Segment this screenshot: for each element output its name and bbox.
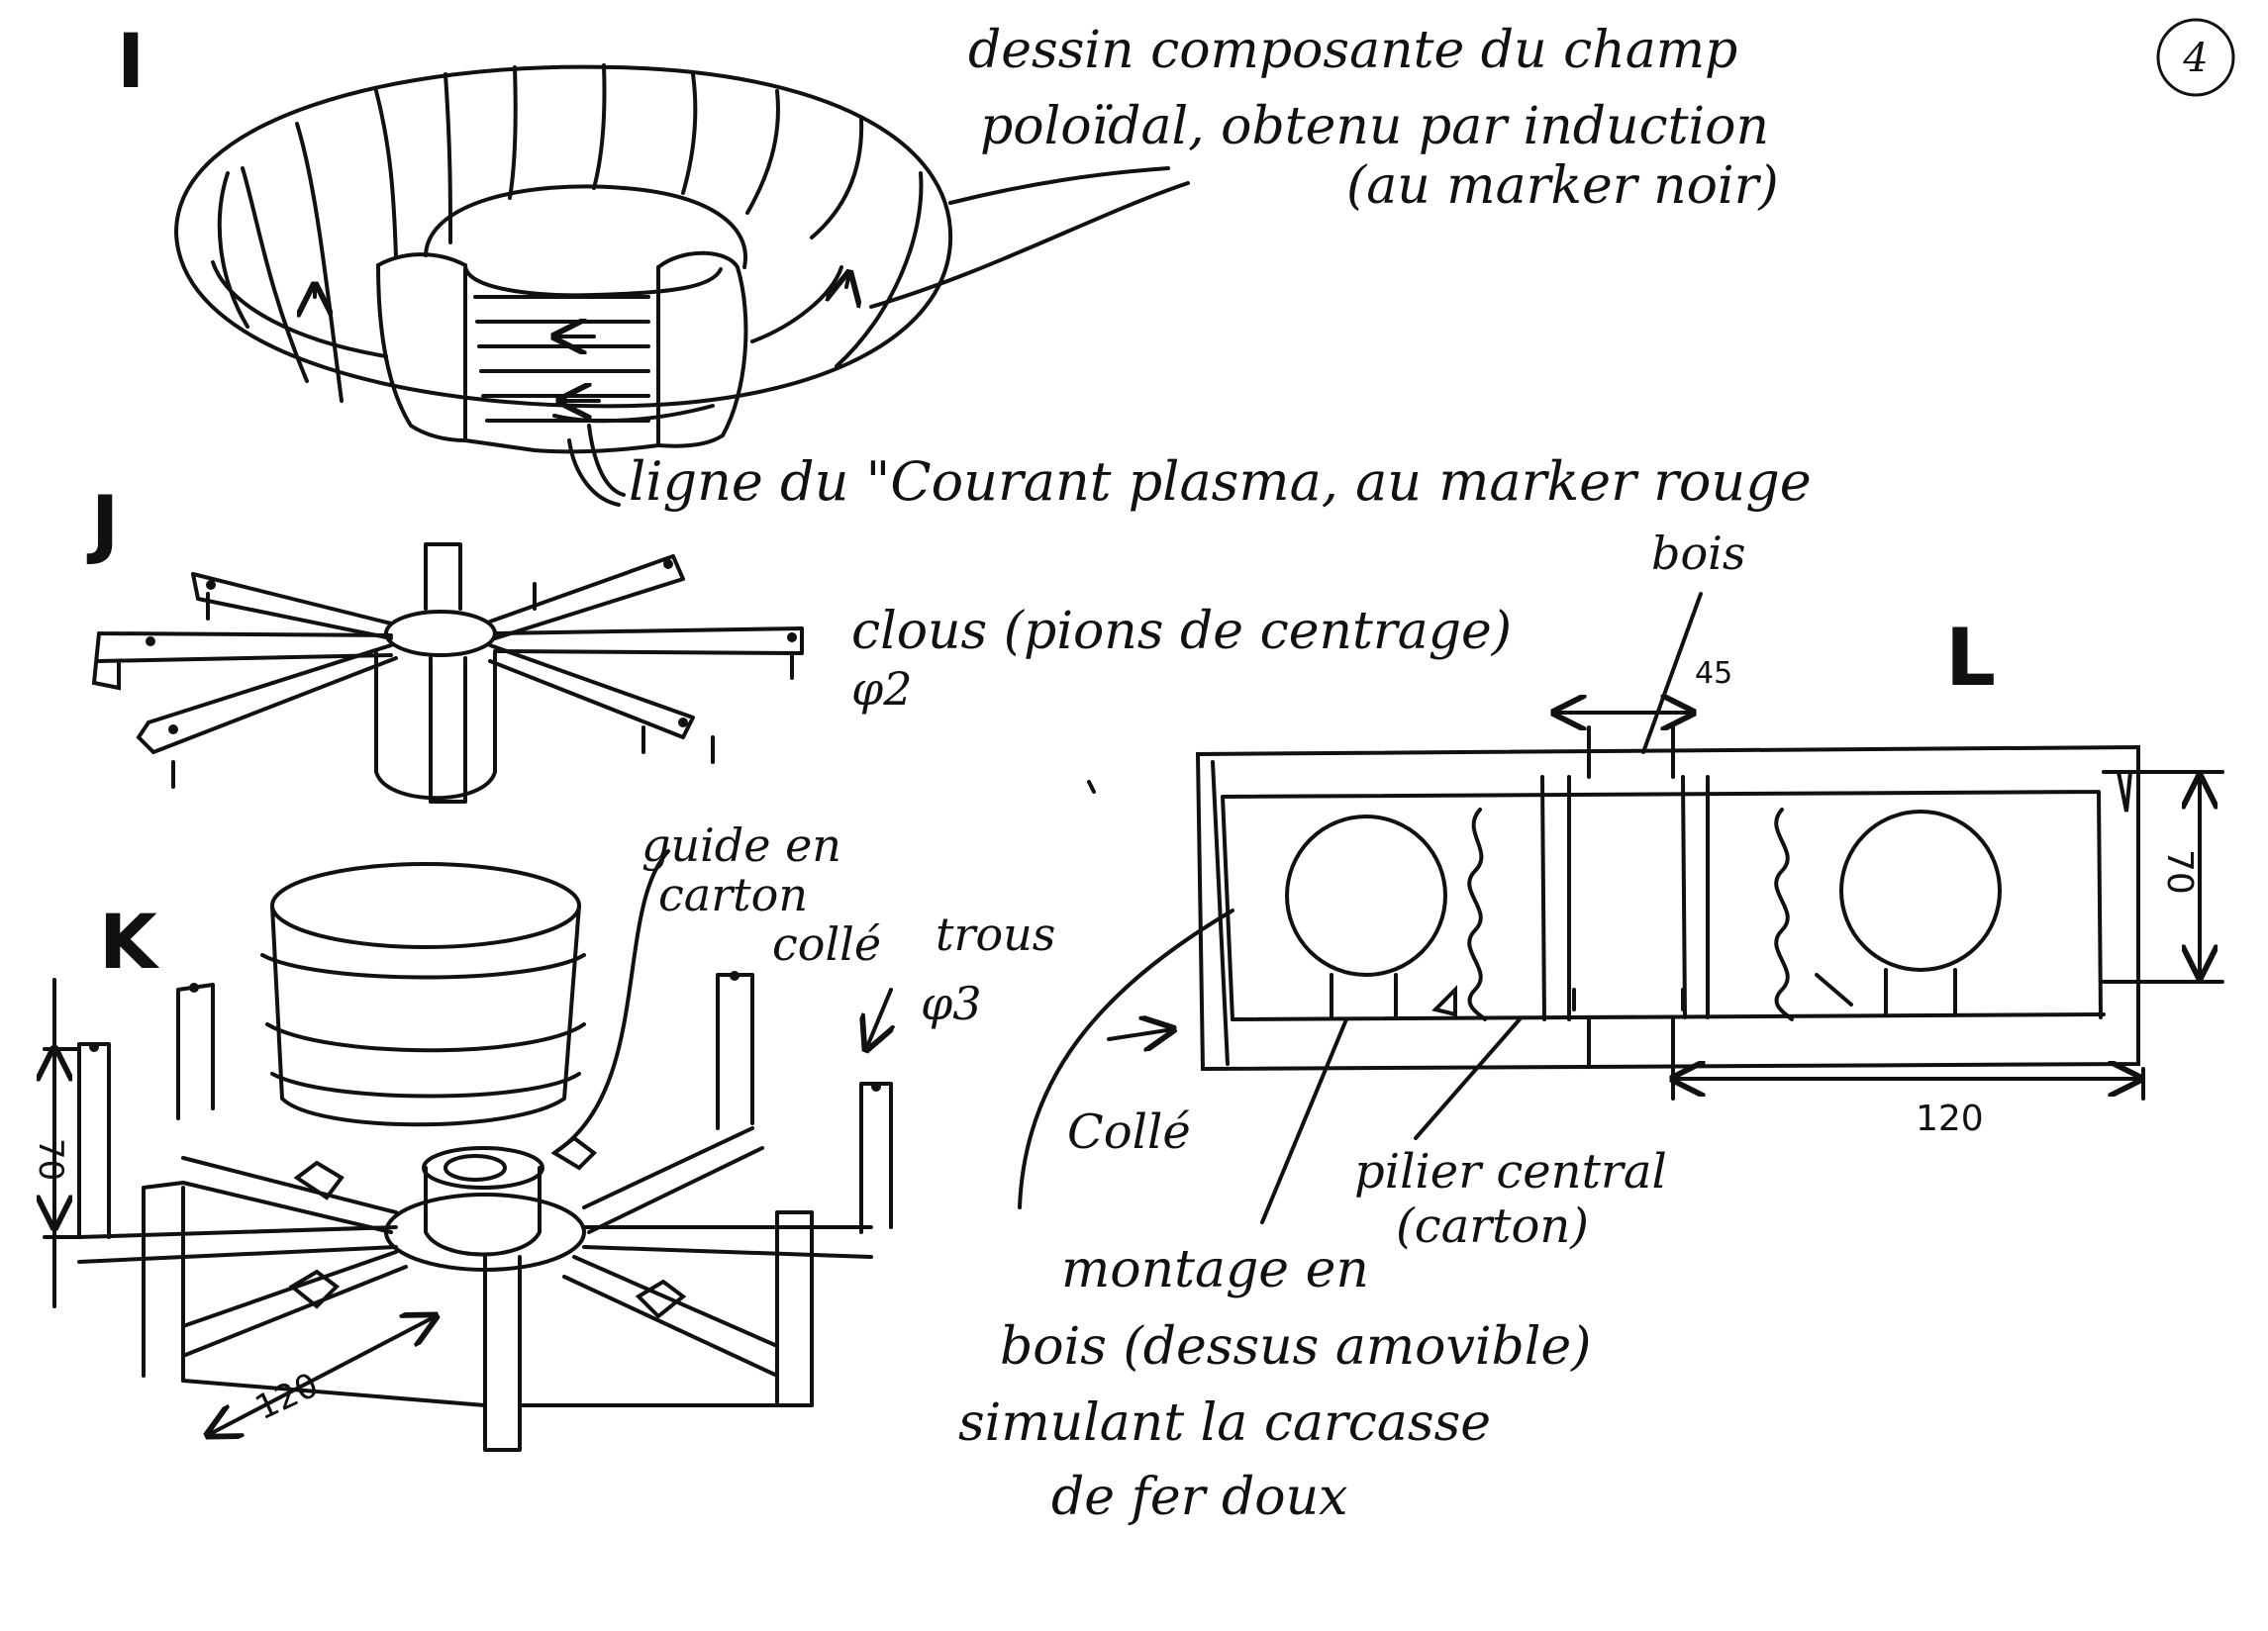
figure-i-letter: I bbox=[117, 17, 145, 105]
figure-i: I bbox=[117, 17, 1812, 513]
figure-k-letter: K bbox=[99, 898, 160, 986]
figure-k: K bbox=[31, 818, 1055, 1452]
figure-i-notes: dessin composante du champ poloïdal, obt… bbox=[629, 21, 1812, 513]
figure-j-note-diameter: φ2 bbox=[851, 662, 912, 716]
figure-i-leaders bbox=[567, 166, 1190, 507]
central-pillar-line-2: (carton) bbox=[1396, 1199, 1589, 1254]
wood-assembly-line-3: simulant la carcasse bbox=[958, 1393, 1491, 1453]
figure-j-note-nails: clous (pions de centrage) bbox=[851, 602, 1512, 661]
dimension-70: 70 bbox=[2159, 849, 2200, 895]
torus-drawing bbox=[173, 63, 953, 454]
figure-i-note-line-1: dessin composante du champ bbox=[968, 21, 1737, 80]
holes-label: trous bbox=[936, 908, 1055, 961]
length-dimension-120: 120 bbox=[249, 1365, 325, 1428]
wood-assembly-line-2: bois (dessus amovible) bbox=[1000, 1317, 1591, 1377]
height-dimension-70: 70 bbox=[31, 1138, 70, 1181]
figure-l-letter: L bbox=[1945, 612, 1996, 704]
figure-l: L bbox=[958, 527, 2224, 1527]
cardboard-guide-line-3: collé bbox=[772, 917, 881, 971]
glued-label: Collé bbox=[1067, 1104, 1191, 1160]
figure-l-notes: bois 45 70 120 Collé pilier central (car… bbox=[958, 527, 2200, 1527]
wood-assembly-line-1: montage en bbox=[1061, 1240, 1369, 1299]
frame-drawing bbox=[45, 849, 891, 1452]
dimension-45: 45 bbox=[1695, 656, 1732, 691]
wooden-spider-drawing bbox=[91, 542, 804, 804]
plasma-current-note: ligne du "Courant plasma, au marker roug… bbox=[629, 450, 1812, 513]
dimension-120: 120 bbox=[1916, 1099, 1984, 1139]
holes-diameter: φ3 bbox=[921, 977, 981, 1030]
cardboard-guide-line-1: guide en bbox=[641, 818, 841, 872]
cardboard-guide-line-2: carton bbox=[658, 868, 808, 921]
central-pillar-line-1: pilier central bbox=[1354, 1144, 1667, 1199]
figure-j: J clous (pions de centrage) φ2 bbox=[86, 479, 1512, 804]
page-number: 4 bbox=[2156, 18, 2235, 97]
figure-i-note-line-3: (au marker noir) bbox=[1346, 156, 1779, 216]
section-drawing bbox=[1018, 592, 2224, 1224]
wood-label: bois bbox=[1651, 527, 1745, 580]
figure-i-note-line-2: poloïdal, obtenu par induction bbox=[980, 97, 1769, 156]
page-number-text: 4 bbox=[2182, 36, 2208, 81]
wood-assembly-line-4: de fer doux bbox=[1051, 1468, 1347, 1527]
figure-j-notes: clous (pions de centrage) φ2 bbox=[851, 602, 1512, 716]
figure-j-letter: J bbox=[86, 479, 119, 567]
